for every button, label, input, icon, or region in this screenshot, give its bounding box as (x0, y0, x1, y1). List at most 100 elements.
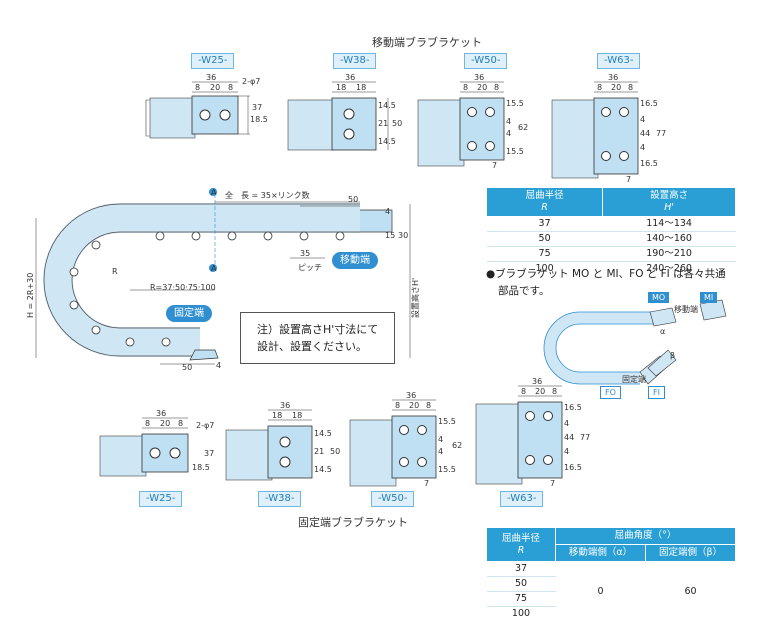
dim-text: 4 (216, 361, 221, 370)
dim-text: 4 (640, 143, 645, 152)
dim-text: 36 (156, 409, 166, 418)
dim-text: 20 (611, 83, 621, 92)
dim-text: 18 (356, 83, 366, 92)
dim-text: 4 (438, 447, 443, 456)
dim-text: 14.5 (378, 137, 396, 146)
dim-text: 36 (608, 73, 618, 82)
dim-text: 16.5 (564, 463, 582, 472)
top-bracket-w38-label: -W38- (333, 53, 377, 69)
dim-text: 8 (628, 83, 633, 92)
dim-text: 20 (210, 83, 220, 92)
dim-text: 18 (336, 83, 346, 92)
table-row: 50 (486, 576, 736, 592)
dim-text: 36 (345, 73, 355, 82)
dim-text: 16.5 (564, 403, 582, 412)
dim-text: 7 (424, 479, 429, 488)
fo-tag: FO (600, 386, 621, 399)
dim-text: 44 (564, 433, 574, 442)
dim-text: 4 (564, 447, 569, 456)
table-row: 37 0 60 (486, 561, 736, 621)
dim-text: 14.5 (378, 101, 396, 110)
dim-text: 15.5 (506, 99, 524, 108)
dimension-labels: 36 8 20 8 2-φ7 18.5 37 36 18 18 14.5 21 … (26, 73, 698, 488)
dim-text: 15.5 (438, 465, 456, 474)
dim-text: 21 (378, 119, 388, 128)
dim-text: 8 (195, 83, 200, 92)
bottom-bracket-w38-label: -W38- (258, 491, 302, 507)
dim-text: 8 (597, 83, 602, 92)
dim-text: 44 (640, 129, 650, 138)
dim-text: 14.5 (314, 429, 332, 438)
top-bracket-w38-drawing (287, 81, 389, 151)
top-bracket-w25-label: -W25- (191, 53, 235, 69)
fixed-end-label: 固定端 (622, 374, 646, 384)
dim-text: 2-φ7 (242, 77, 260, 86)
dim-text: 15.5 (438, 417, 456, 426)
dim-text: 50 (392, 119, 402, 128)
dim-text: 50 (348, 195, 358, 204)
dim-text: 36 (406, 391, 416, 400)
moving-end-badge: 移動端 (332, 252, 378, 269)
radius-label: R=37·50·75·100 (150, 283, 216, 292)
dim-text: 18 (272, 411, 282, 420)
dim-text: 20 (535, 387, 545, 396)
dim-text: 4 (385, 207, 390, 216)
top-bracket-w25-drawing (145, 81, 250, 139)
dim-text: 15.5 (506, 147, 524, 156)
dim-text: 20 (409, 401, 419, 410)
dim-text: 18 (292, 411, 302, 420)
alpha-value: 0 (555, 561, 646, 621)
dim-text: 20 (477, 83, 487, 92)
dim-text: 62 (452, 441, 462, 450)
dim-text: 15 (385, 231, 395, 240)
bottom-bracket-w50-drawing (349, 399, 437, 487)
dim-text: 20 (160, 419, 170, 428)
dim-text: 14.5 (314, 465, 332, 474)
beta-value: 60 (645, 561, 736, 621)
r-mark: R (112, 267, 118, 276)
height-label: H = 2R+30 (26, 273, 35, 318)
dim-text: 4 (564, 419, 569, 428)
bottom-bracket-w63-drawing (475, 385, 563, 485)
beta-label: β (670, 351, 675, 360)
bottom-bracket-w25-drawing (99, 417, 189, 477)
total-length-text: 全 長 = 35×リンク数 (225, 190, 310, 200)
dim-text: 4 (640, 115, 645, 124)
bottom-bracket-w50-label: -W50- (371, 491, 415, 507)
pitch-label: ピッチ (298, 263, 322, 272)
dim-text: 7 (550, 479, 555, 488)
dim-text: 4 (506, 129, 511, 138)
section-mark-a: A (211, 264, 217, 273)
table-header: 固定端側（β） (645, 544, 736, 562)
mo-tag: MO (648, 292, 670, 303)
dim-text: 8 (145, 419, 150, 428)
alpha-label: α (660, 327, 665, 336)
dim-text: 77 (656, 129, 666, 138)
dim-text: 8 (228, 83, 233, 92)
dim-text: 50 (330, 447, 340, 456)
design-note-box: 注）設置高さH'寸法にて 設計、設置ください。 (240, 312, 396, 364)
dim-text: 37 (252, 103, 262, 112)
table-header: 屈曲角度（°） (555, 527, 736, 545)
fi-tag: FI (648, 386, 665, 399)
bottom-bracket-w63-label: -W63- (500, 491, 544, 507)
dim-text: 77 (580, 433, 590, 442)
dim-text: 2-φ7 (196, 421, 214, 430)
bracket-angle-diagram (543, 299, 727, 385)
dim-text: 16.5 (640, 159, 658, 168)
dim-text: 37 (204, 449, 214, 458)
dim-text: 50 (182, 363, 192, 372)
top-bracket-w63-drawing (551, 81, 639, 179)
dim-text: 8 (552, 387, 557, 396)
install-height-label: 設置高さH' (410, 278, 420, 318)
dim-text: 8 (463, 83, 468, 92)
top-bracket-w50-drawing (417, 81, 505, 167)
dim-text: 30 (398, 231, 408, 240)
